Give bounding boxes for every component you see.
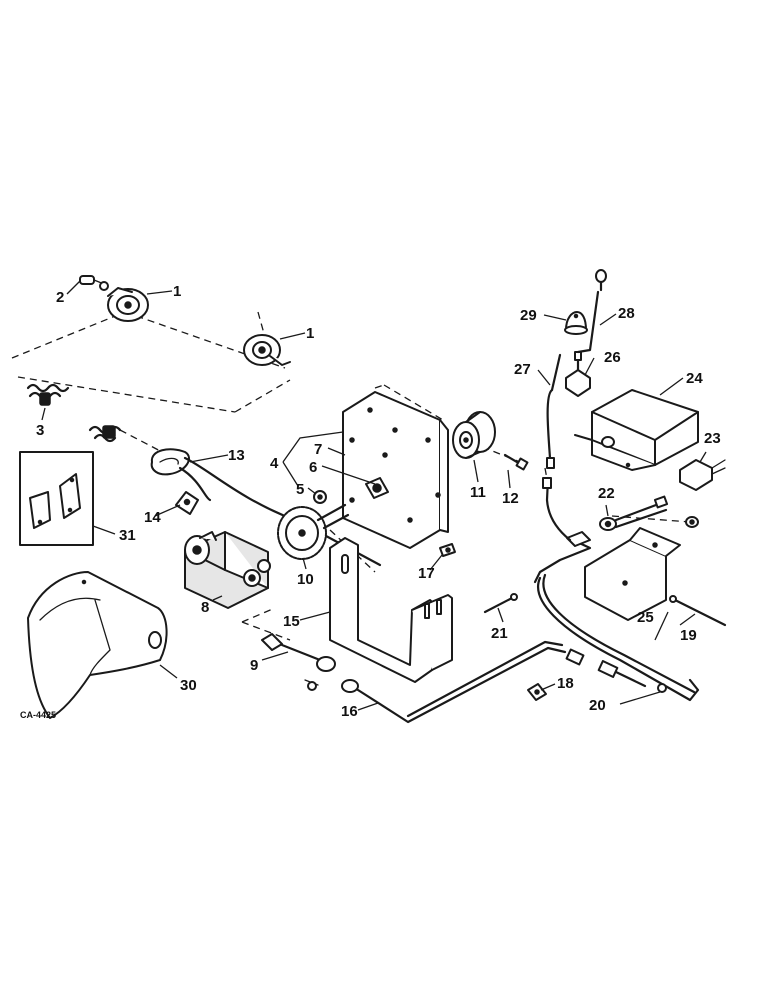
callout-5: 5	[296, 481, 304, 498]
part-1-pulley-lower	[243, 334, 291, 366]
part-10-sprocket	[277, 503, 350, 560]
callout-27: 27	[514, 361, 531, 378]
part-1-pulley-upper	[99, 281, 149, 322]
callout-4: 4	[270, 455, 279, 472]
callout-10: 10	[297, 571, 314, 588]
callout-3: 3	[36, 422, 44, 439]
callout-31: 31	[119, 527, 136, 544]
callout-30: 30	[180, 677, 197, 694]
callout-22: 22	[598, 485, 615, 502]
part-22-grommet	[599, 495, 669, 531]
callout-labels: 1 1 2 3 4 5 6 7 8 9 10 11 12 13 14 15 16…	[20, 283, 721, 720]
callout-18: 18	[557, 675, 574, 692]
part-27-wire	[542, 353, 572, 542]
part-29-boot	[564, 311, 588, 335]
callout-6: 6	[309, 459, 317, 476]
part-11-pulley	[452, 411, 496, 459]
part-3-spring-left	[26, 383, 70, 406]
callout-9: 9	[250, 657, 258, 674]
part-12-bolt	[503, 453, 529, 471]
part-14-bracket	[175, 491, 199, 515]
callout-29: 29	[520, 307, 537, 324]
callout-12: 12	[502, 490, 519, 507]
callout-24: 24	[686, 370, 703, 387]
callout-21: 21	[491, 625, 508, 642]
callout-1-second: 1	[306, 325, 314, 342]
part-17-clip	[439, 543, 456, 557]
callout-26: 26	[604, 349, 621, 366]
part-15-u-bracket	[329, 537, 453, 683]
washer	[685, 516, 699, 528]
part-26-switch	[565, 351, 591, 397]
part-19-bolt	[669, 595, 727, 627]
part-25-mounting-plate	[584, 527, 681, 621]
callout-14: 14	[144, 509, 161, 526]
callout-17: 17	[418, 565, 435, 582]
callout-7: 7	[314, 441, 322, 458]
callout-13: 13	[228, 447, 245, 464]
callout-20: 20	[589, 697, 606, 714]
leader-lines	[41, 280, 707, 711]
part-3-spring-right	[88, 425, 122, 443]
part-7-main-plate	[342, 391, 449, 549]
callout-23: 23	[704, 430, 721, 447]
alignment-lines	[11, 311, 691, 641]
callout-16: 16	[341, 703, 358, 720]
diagram-code: CA-4425	[20, 710, 56, 720]
part-5-nut	[313, 490, 327, 504]
callout-11: 11	[470, 484, 486, 501]
callout-15: 15	[283, 613, 300, 630]
part-30-cover	[27, 571, 168, 719]
callout-28: 28	[618, 305, 635, 322]
part-18-clamp	[527, 683, 547, 701]
part-8-motor	[184, 531, 271, 609]
callout-25: 25	[637, 609, 654, 626]
callout-2: 2	[56, 289, 64, 306]
callout-19: 19	[680, 627, 697, 644]
part-23-relay	[679, 459, 726, 491]
part-20-harness	[533, 531, 700, 702]
part-31-plate-set	[19, 451, 94, 546]
part-16-harness	[341, 640, 567, 724]
part-24-box	[574, 389, 699, 471]
part-9-lead	[261, 633, 336, 691]
part-21-bolt	[483, 593, 518, 614]
part-28-lead	[576, 269, 607, 354]
callout-8: 8	[201, 599, 209, 616]
callout-1: 1	[173, 283, 181, 300]
